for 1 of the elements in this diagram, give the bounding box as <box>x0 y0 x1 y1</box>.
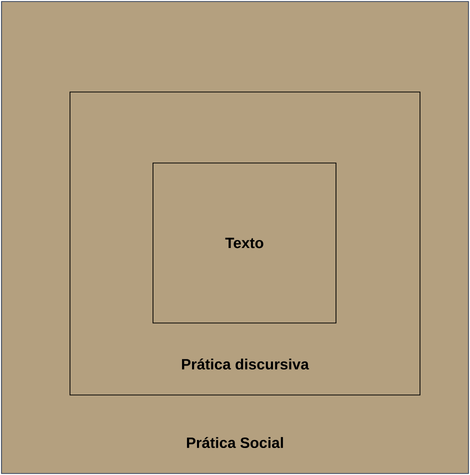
box: Texto <box>152 162 336 324</box>
